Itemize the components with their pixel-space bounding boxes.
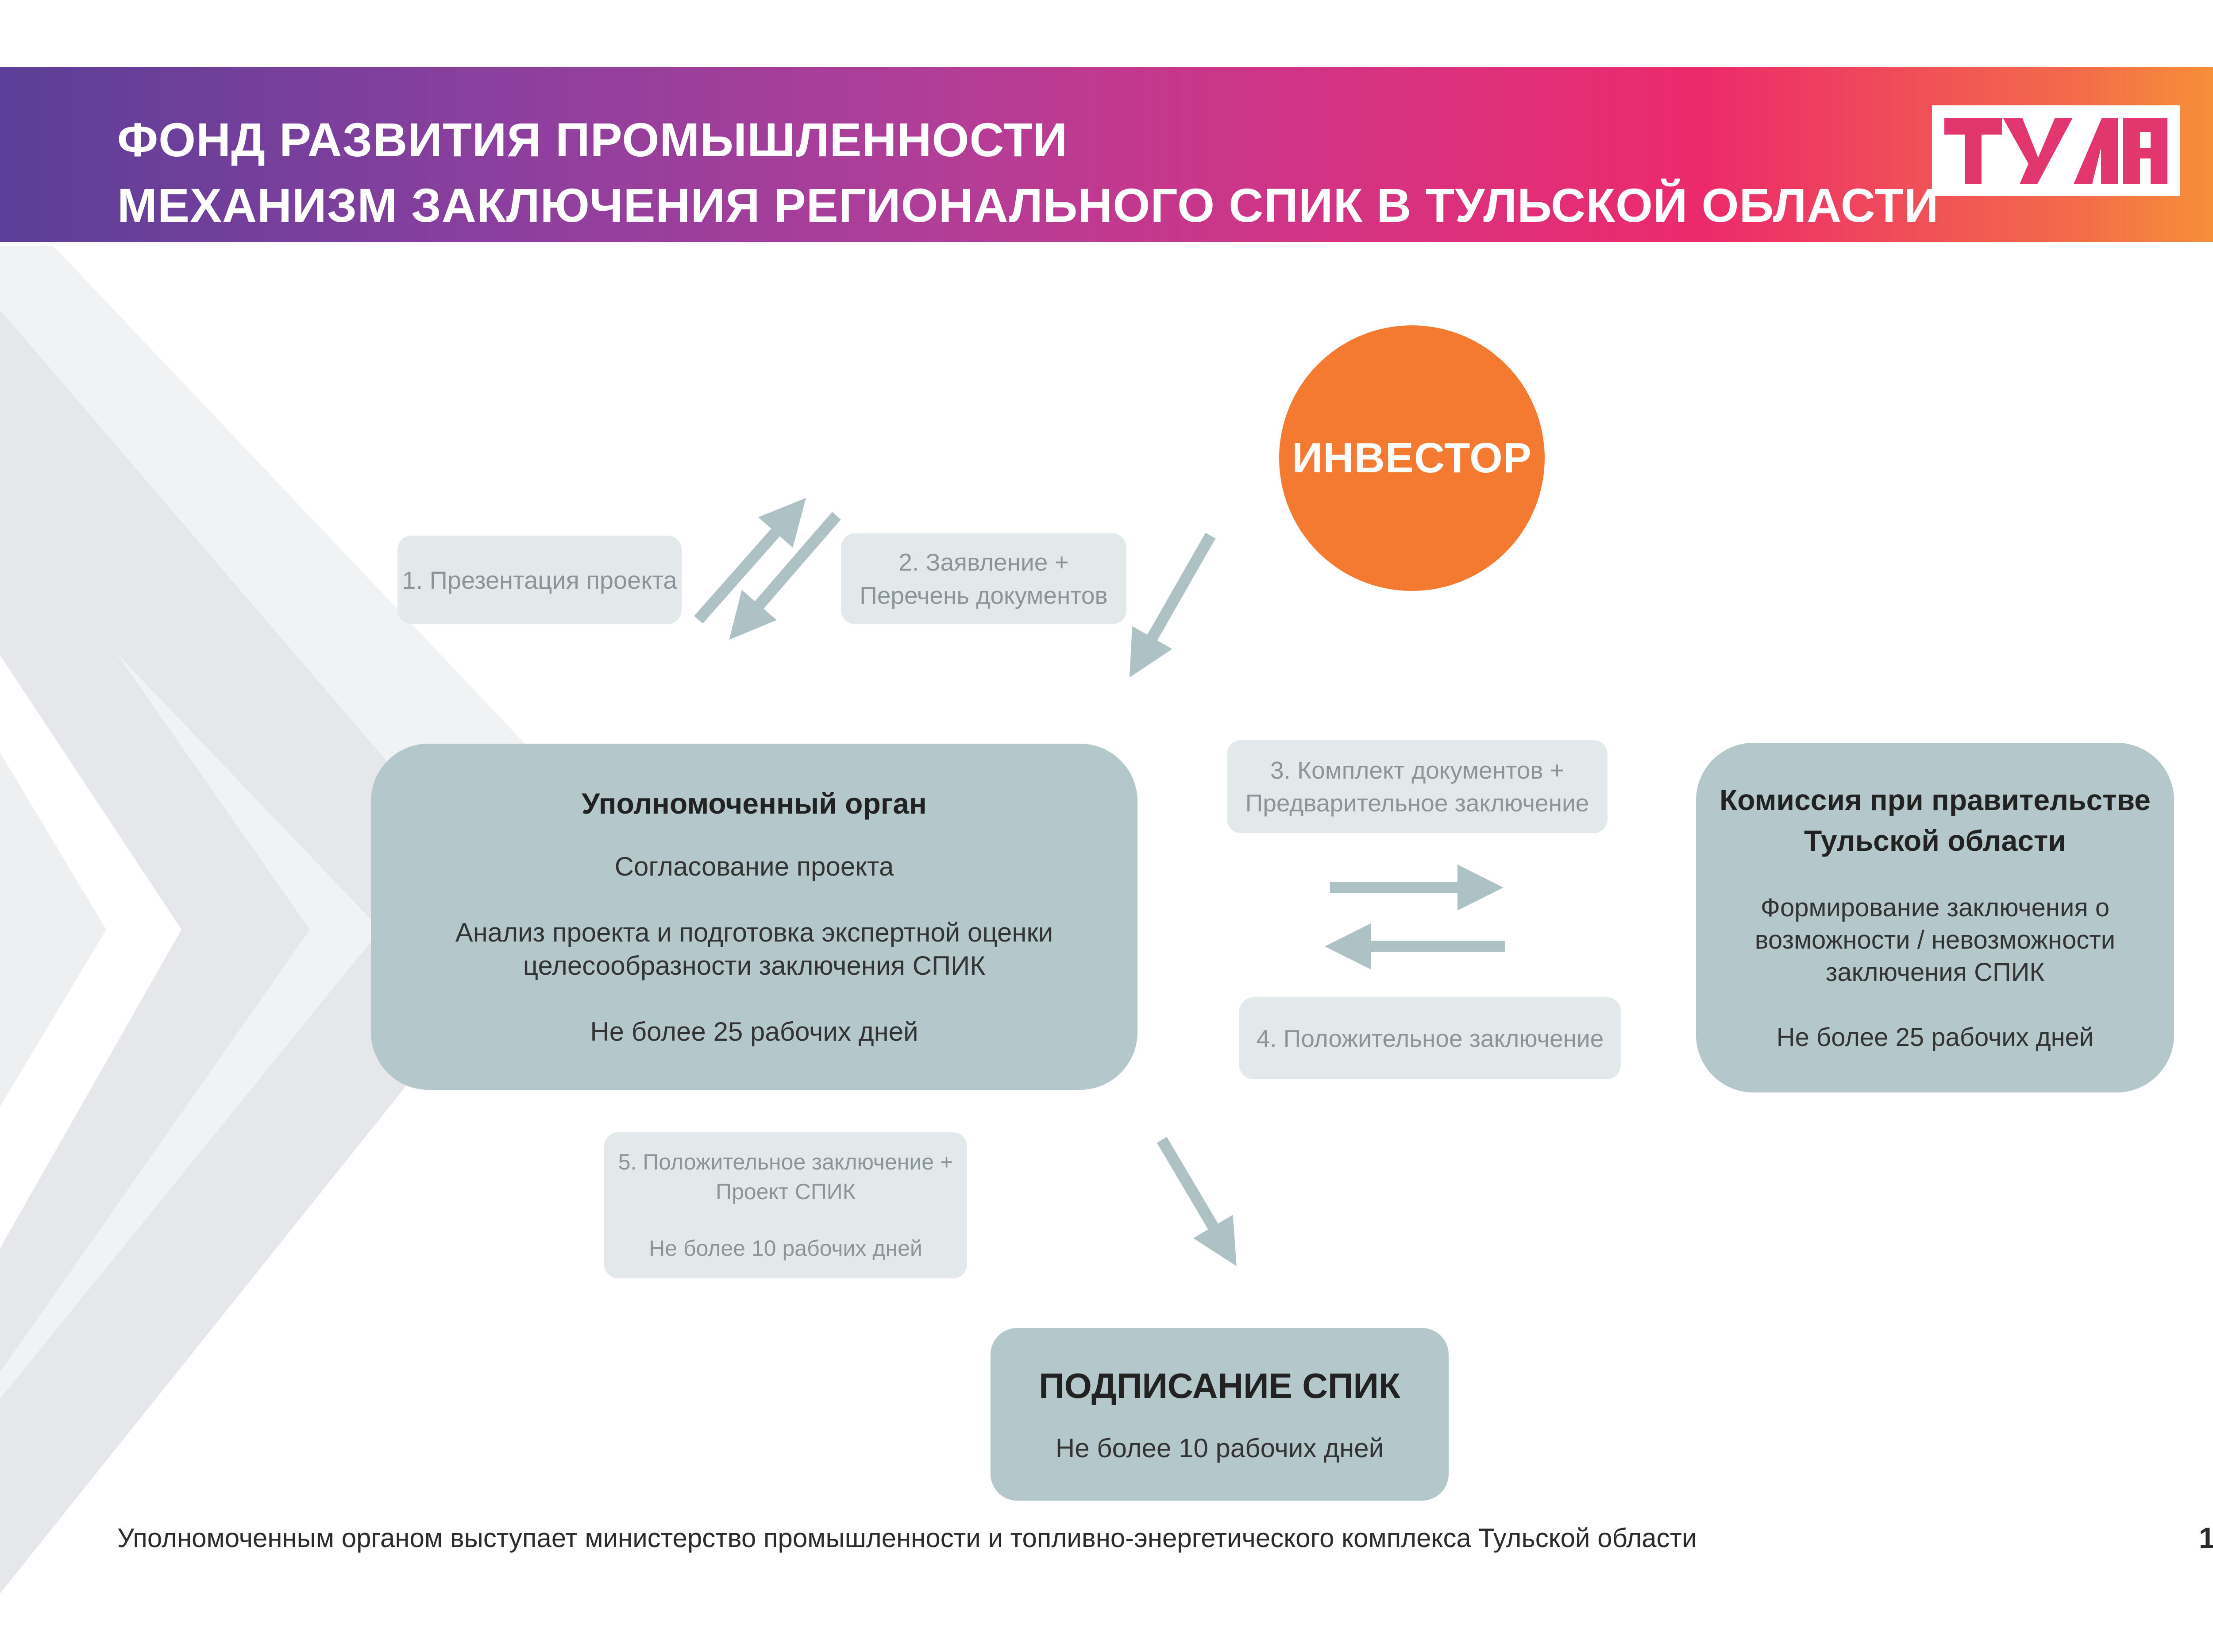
step5-text-line2: Проект СПИК [716,1179,856,1204]
commission-box: Комиссия при правительстве Тульской обла… [1696,743,2174,1092]
header-band [0,67,2213,242]
authorized-body-line3: целесообразности заключения СПИК [523,951,986,980]
investor-label: ИНВЕСТОР [1292,434,1532,482]
authorized-body-title: Уполномоченный орган [582,787,927,820]
commission-title-line1: Комиссия при правительстве [1719,784,2151,816]
authorized-body-line2: Анализ проекта и подготовка экспертной о… [455,918,1053,947]
step2-label: 2. Заявление + Перечень документов [841,533,1126,624]
step2-text-line2: Перечень документов [860,581,1108,609]
commission-line1: Формирование заключения о [1760,893,2110,922]
authorized-body-line1: Согласование проекта [614,852,894,881]
step3-text-line1: 3. Комплект документов + [1270,756,1564,784]
step2-text-line1: 2. Заявление + [898,548,1069,576]
signing-subtitle: Не более 10 рабочих дней [1055,1433,1384,1463]
commission-title-line2: Тульской области [1804,824,2066,857]
step4-text: 4. Положительное заключение [1256,1024,1604,1052]
footnote: Уполномоченным органом выступает министе… [117,1523,1697,1553]
step5-label: 5. Положительное заключение + Проект СПИ… [604,1132,967,1278]
authorized-body-box: Уполномоченный орган Согласование проект… [371,744,1137,1090]
arrow-investor-to-body [1129,533,1216,678]
investor-circle: ИНВЕСТОР [1279,325,1545,591]
authorized-body-line4: Не более 25 рабочих дней [590,1017,918,1046]
step5-text-line3: Не более 10 рабочих дней [649,1235,922,1261]
arrow-step1-up [694,498,806,624]
step5-text-line1: 5. Положительное заключение + [618,1149,953,1174]
commission-line4: Не более 25 рабочих дней [1776,1023,2094,1052]
step4-label: 4. Положительное заключение [1239,997,1621,1079]
signing-box: ПОДПИСАНИЕ СПИК Не более 10 рабочих дней [991,1328,1449,1501]
page-number: 13 [2199,1521,2213,1554]
step3-text-line2: Предварительное заключение [1245,789,1589,817]
signing-title: ПОДПИСАНИЕ СПИК [1039,1366,1400,1405]
header-title-line-1: ФОНД РАЗВИТИЯ ПРОМЫШЛЕННОСТИ [117,113,1068,166]
header-title-line-2: МЕХАНИЗМ ЗАКЛЮЧЕНИЯ РЕГИОНАЛЬНОГО СПИК В… [117,178,1939,232]
commission-line3: заключения СПИК [1825,958,2045,987]
arrow-to-signing [1157,1137,1237,1266]
tula-logo [1932,105,2180,196]
step3-label: 3. Комплект документов + Предварительное… [1227,740,1608,833]
step1-text: 1. Презентация проекта [402,566,677,594]
step1-label: 1. Презентация проекта [397,536,682,624]
commission-line2: возможности / невозможности [1754,926,2116,954]
arrow-step1-down [729,512,841,640]
